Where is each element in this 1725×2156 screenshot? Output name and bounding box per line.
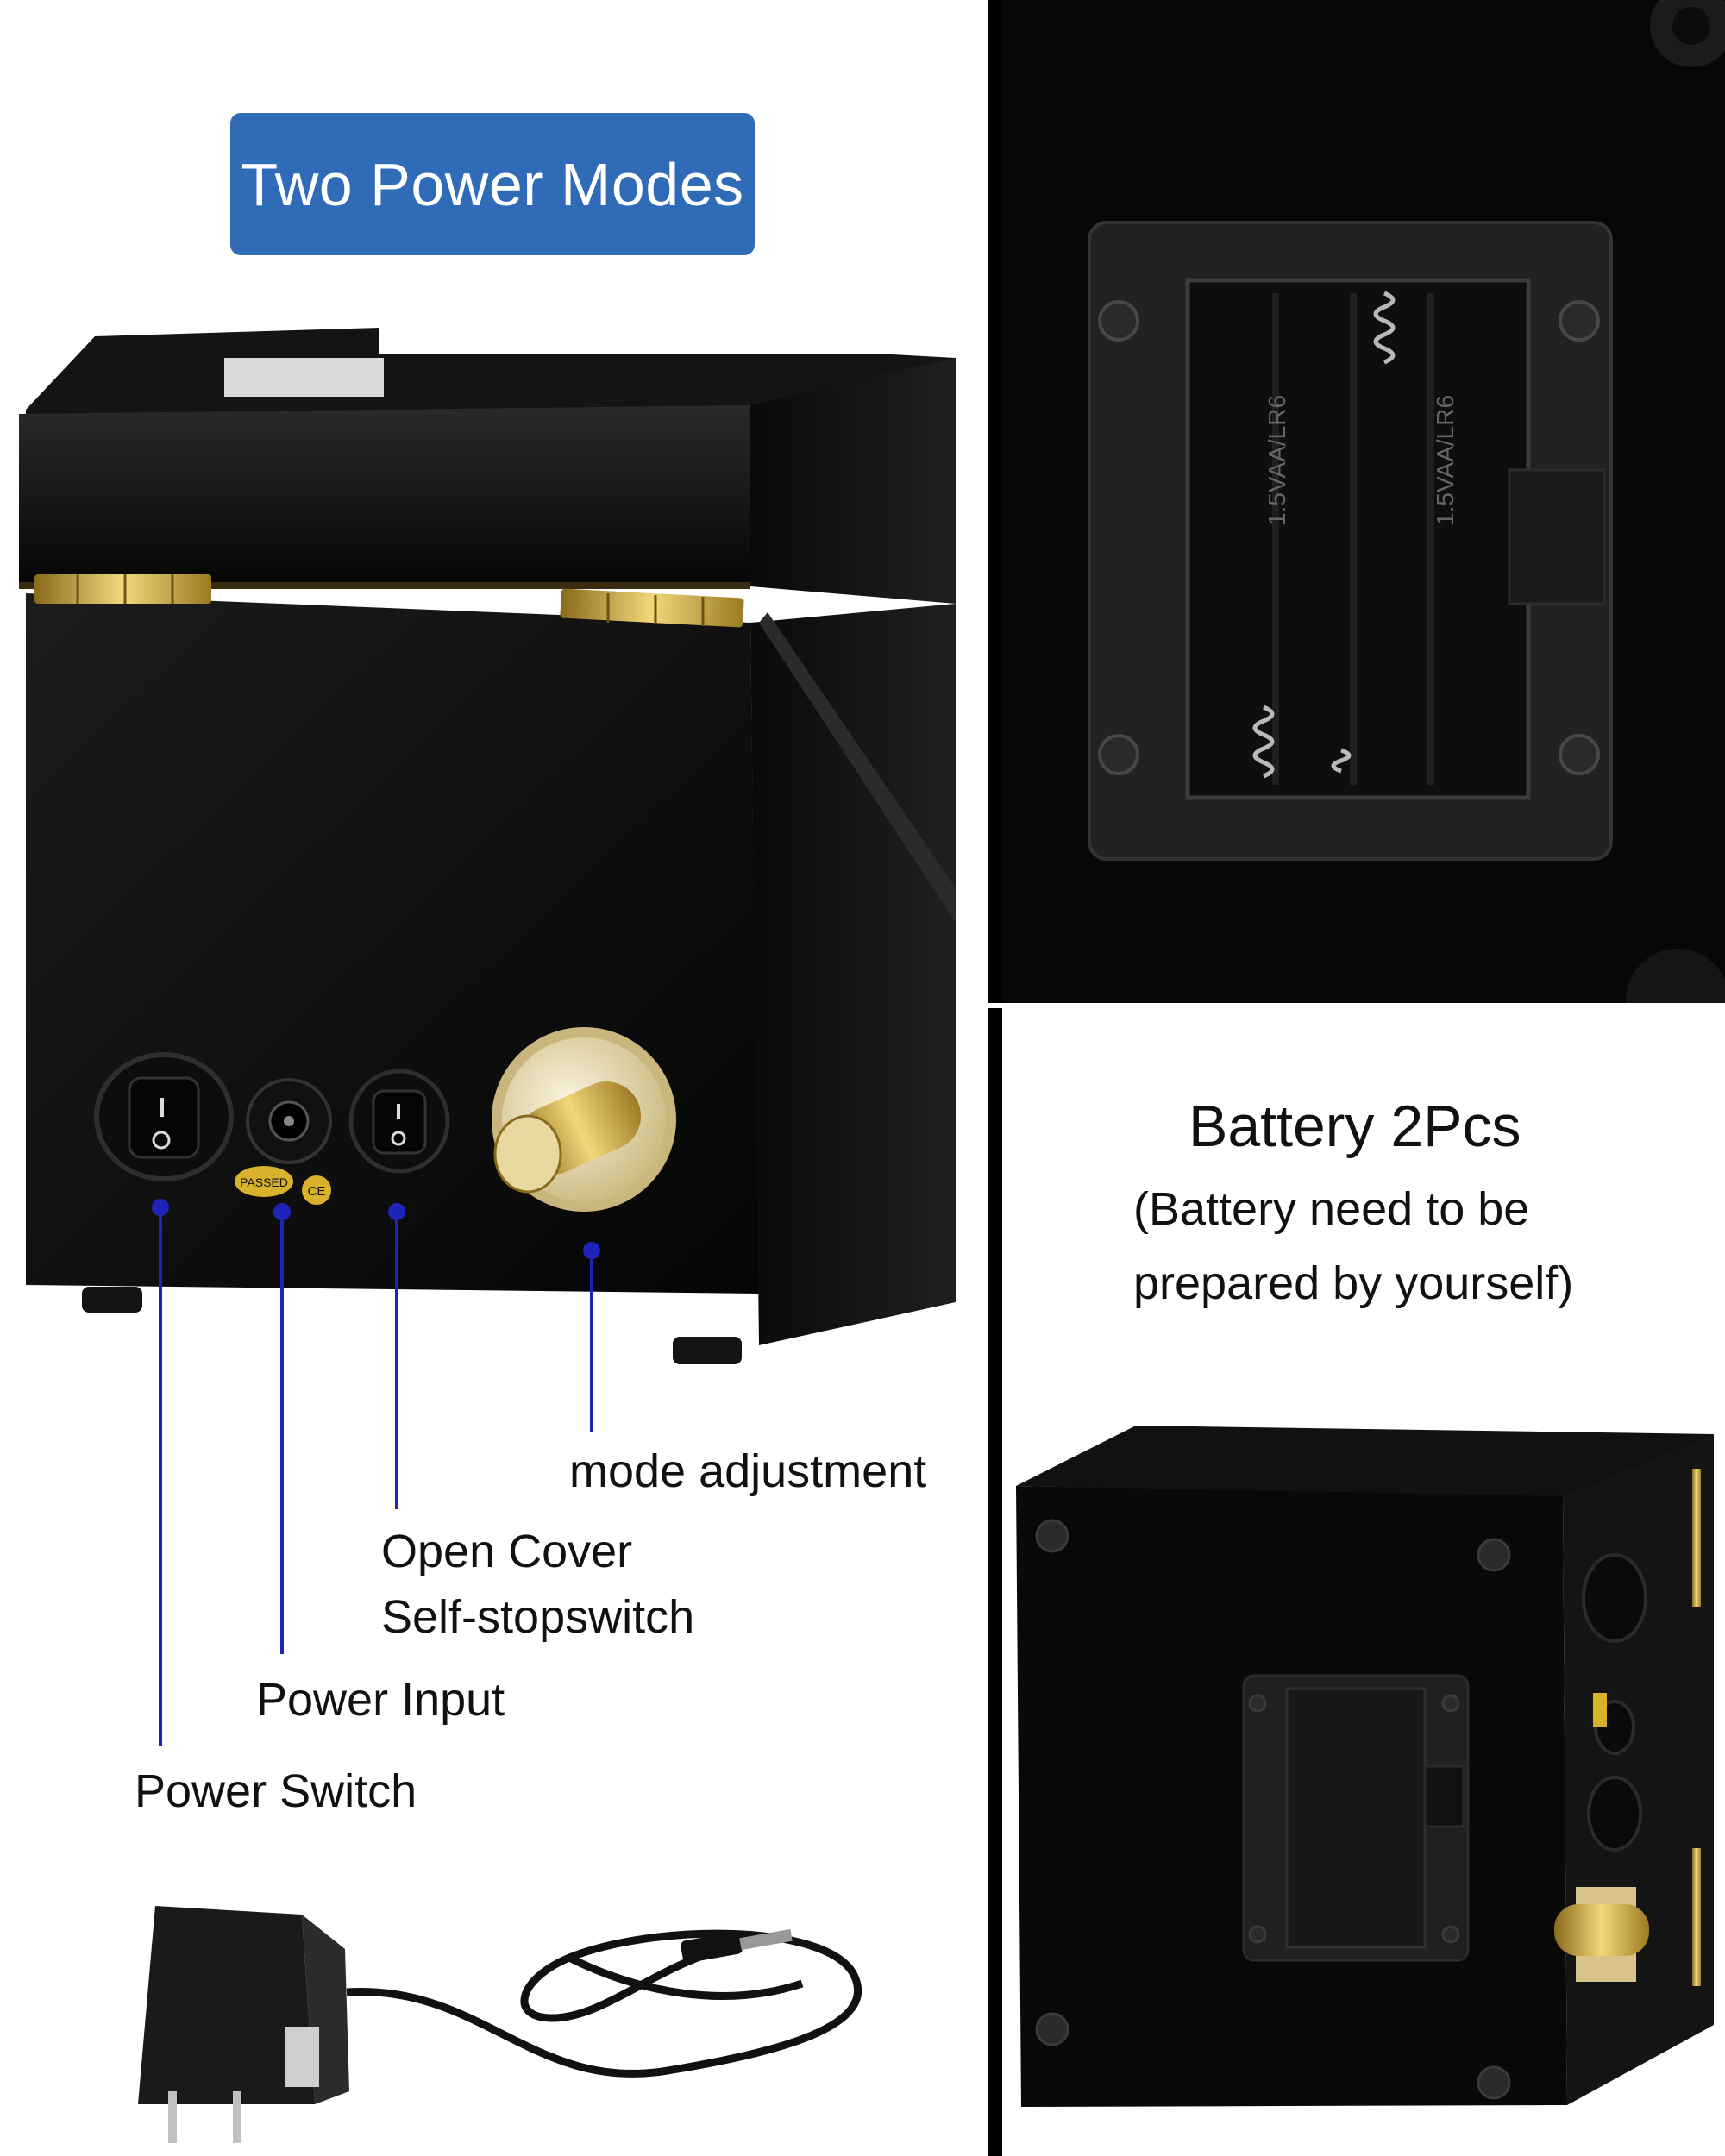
- vertical-divider: [988, 0, 1002, 2156]
- battery-marking-right: 1.5VAA/LR6: [1432, 395, 1458, 526]
- watch-winder-back-view: PASSED CE: [19, 328, 956, 1364]
- callout-lines: [152, 1199, 600, 1746]
- power-modes-badge: Two Power Modes: [230, 113, 755, 255]
- watch-winder-bottom-view: [1016, 1426, 1714, 2107]
- battery-note-line1: (Battery need to be: [1133, 1183, 1530, 1235]
- battery-info-panel: Battery 2Pcs (Battery need to be prepare…: [1002, 1003, 1725, 2156]
- battery-marking-left: 1.5VAA/LR6: [1264, 395, 1290, 526]
- qc-passed-sticker: PASSED: [240, 1175, 288, 1189]
- ce-sticker: CE: [308, 1184, 326, 1199]
- horizontal-divider: [988, 1003, 1725, 1008]
- battery-title: Battery 2Pcs: [1189, 1094, 1521, 1159]
- mode-adjustment-label: mode adjustment: [569, 1445, 927, 1497]
- open-cover-label-line1: Open Cover: [381, 1526, 633, 1577]
- open-cover-label-line2: Self-stopswitch: [381, 1591, 695, 1643]
- power-switch-label: Power Switch: [135, 1765, 417, 1817]
- left-panel: Two Power Modes: [19, 113, 956, 2143]
- badge-label: Two Power Modes: [241, 150, 744, 218]
- battery-compartment-photo: 1.5VAA/LR6 1.5VAA/LR6: [988, 0, 1725, 1003]
- power-adapter: [138, 1906, 862, 2143]
- battery-compartment: 1.5VAA/LR6 1.5VAA/LR6: [1088, 0, 1725, 1003]
- battery-note-line2: prepared by yourself): [1133, 1257, 1574, 1309]
- power-input-label: Power Input: [256, 1674, 505, 1726]
